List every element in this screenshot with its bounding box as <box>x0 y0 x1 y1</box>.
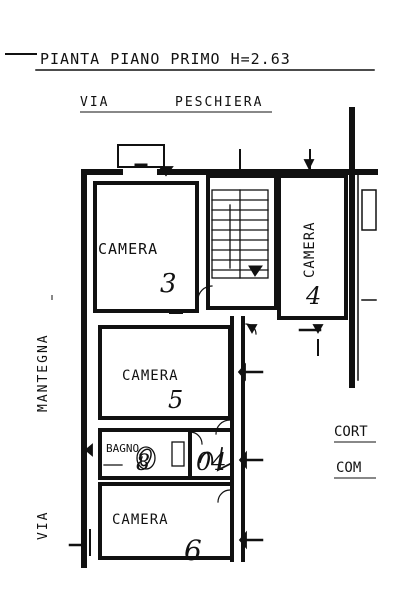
staircase <box>211 189 269 279</box>
window-arrows <box>84 159 324 550</box>
street-label-mantegna: MANTEGNA <box>36 333 51 412</box>
bathroom-fixtures <box>103 441 185 470</box>
scribble-04 <box>198 446 232 472</box>
room-label-4: CAMERA <box>302 221 318 278</box>
street-label-via-north: VIA <box>80 95 109 110</box>
courtyard-label-b: COM <box>336 460 361 476</box>
room-number-3: 3 <box>160 269 177 299</box>
room-number-4: 4 <box>305 282 321 310</box>
room-number-6: 6 <box>184 534 202 567</box>
courtyard-label-a: CORT <box>334 424 368 440</box>
balcony <box>117 144 165 168</box>
outer-walls <box>81 107 378 568</box>
street-label-via-west: VIA <box>36 511 51 540</box>
room-number-5: 5 <box>168 386 183 414</box>
wall-marks <box>89 149 319 556</box>
room-label-3: CAMERA <box>98 240 158 258</box>
scribble-bagno <box>138 448 152 467</box>
room-label-6: CAMERA <box>112 512 169 528</box>
room-number-04: 04 <box>196 448 227 476</box>
interior-walls <box>93 174 348 562</box>
stair-arrow <box>248 265 263 277</box>
room-number-bagno: 8 <box>136 451 150 476</box>
room-label-bagno: BAGNO <box>106 442 139 455</box>
door-swings <box>189 285 257 503</box>
room-label-5: CAMERA <box>122 368 179 384</box>
street-label-peschiera: PESCHIERA <box>175 95 263 110</box>
neighbour-outline <box>357 174 377 381</box>
windows <box>68 328 322 547</box>
plan-title: PIANTA PIANO PRIMO H=2.63 <box>40 50 291 68</box>
